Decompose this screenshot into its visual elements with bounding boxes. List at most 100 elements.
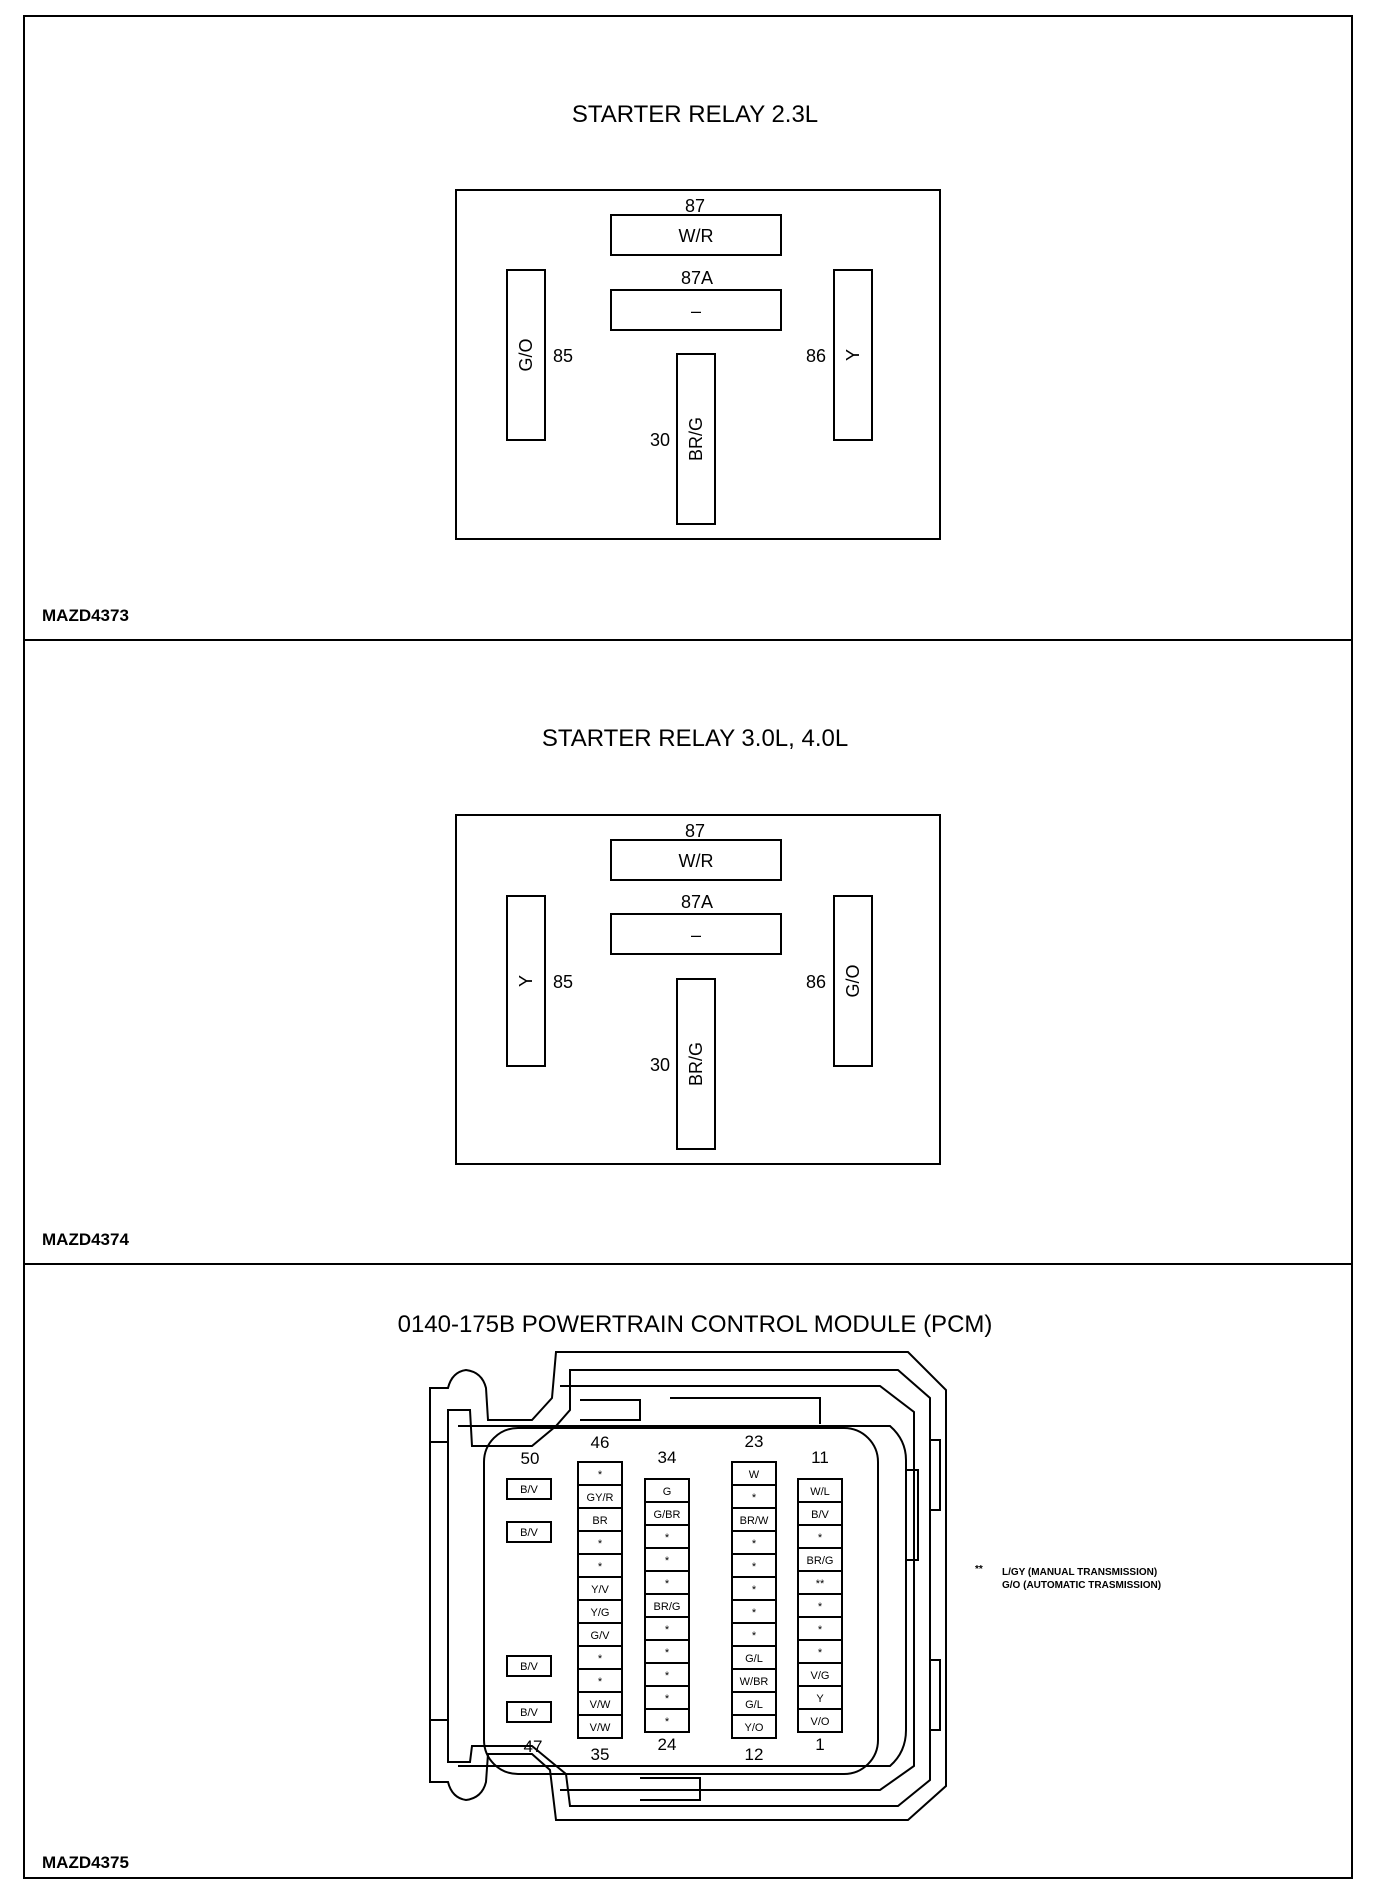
pin-wire-color: * — [752, 1561, 757, 1573]
pin-wire-color: W/BR — [740, 1676, 769, 1688]
column-top-pin-number: 46 — [591, 1433, 610, 1452]
pin-86-wire: G/O — [843, 964, 863, 997]
pin-wire-color: * — [665, 1647, 670, 1659]
pin-wire-color: G/V — [591, 1630, 611, 1642]
pin-wire-color: B/V — [520, 1527, 538, 1539]
pin-wire-color: * — [752, 1584, 757, 1596]
pin-30-terminal — [676, 978, 716, 1150]
pin-87a-wire: – — [691, 301, 701, 321]
pin-wire-color: G — [663, 1486, 672, 1498]
pin-87a-wire: – — [691, 925, 701, 945]
pin-85-wire: Y — [516, 975, 536, 987]
panel-title: STARTER RELAY 3.0L, 4.0L — [542, 725, 848, 752]
pin-85-number: 85 — [553, 346, 573, 366]
pin-wire-color: * — [665, 1555, 670, 1567]
pin-column: 11W/LB/V*BR/G*****V/GYV/O1 — [797, 1448, 843, 1754]
pin-86-number: 86 — [806, 972, 826, 992]
pin-wire-color: Y — [816, 1693, 824, 1705]
pin-87-terminal — [610, 839, 782, 881]
panel-title: STARTER RELAY 2.3L — [572, 101, 818, 128]
panel-starter-relay-2-3l: STARTER RELAY 2.3L 87 W/R 87A – G/O 85 Y… — [42, 101, 941, 625]
column-bottom-pin-number: 47 — [524, 1737, 543, 1756]
column-bottom-pin-number: 1 — [815, 1735, 824, 1754]
pin-wire-color: * — [665, 1532, 670, 1544]
pin-87a-number: 87A — [681, 268, 713, 288]
pin-wire-color: BR — [592, 1515, 607, 1527]
pin-wire-color: G/L — [745, 1699, 763, 1711]
pin-wire-color: * — [752, 1630, 757, 1642]
pin-cavity — [731, 1714, 777, 1739]
pin-wire-color: * — [665, 1693, 670, 1705]
pin-wire-color: Y/G — [591, 1607, 610, 1619]
pin-wire-color: V/O — [811, 1716, 830, 1728]
column-top-pin-number: 34 — [658, 1448, 677, 1467]
pin-wire-color: * — [752, 1538, 757, 1550]
pin-column: 46*GY/RBR**Y/VY/GG/V**V/WV/W35 — [577, 1433, 623, 1764]
note-line-1: L/GY (MANUAL TRANSMISSION) — [1002, 1567, 1157, 1578]
pin-wire-color: G/BR — [654, 1509, 681, 1521]
figure-id: MAZD4374 — [42, 1230, 129, 1249]
pin-86-wire: Y — [843, 349, 863, 361]
column-bottom-pin-number: 24 — [658, 1735, 677, 1754]
pin-87-number: 87 — [685, 821, 705, 841]
pin-wire-color: W/L — [810, 1486, 830, 1498]
pin-wire-color: V/W — [590, 1699, 611, 1711]
pin-wire-color: * — [598, 1653, 603, 1665]
pin-87-terminal — [610, 214, 782, 256]
relay-outline — [455, 189, 941, 540]
note-line-2: G/O (AUTOMATIC TRASMISSION) — [1002, 1580, 1161, 1591]
pin-wire-color: B/V — [520, 1661, 538, 1673]
column-bottom-pin-number: 12 — [745, 1745, 764, 1764]
column-top-pin-number: 11 — [811, 1448, 829, 1467]
pin-87a-terminal — [610, 289, 782, 331]
pin-30-wire: BR/G — [686, 417, 706, 461]
note-marker: ** — [975, 1564, 983, 1575]
pin-column-left: 50B/VB/VB/VB/V47 — [506, 1449, 552, 1756]
pin-cavity — [506, 1521, 552, 1543]
pin-85-number: 85 — [553, 972, 573, 992]
pin-wire-color: * — [752, 1607, 757, 1619]
pin-30-terminal — [676, 353, 716, 525]
pin-wire-color: * — [752, 1492, 757, 1504]
panel-starter-relay-3-0l-4-0l: STARTER RELAY 3.0L, 4.0L 87 W/R 87A – Y … — [42, 725, 941, 1249]
pin-wire-color: V/W — [590, 1722, 611, 1734]
pin-wire-color: * — [598, 1538, 603, 1550]
pcm-pin-grid: 46*GY/RBR**Y/VY/GG/V**V/WV/W3534GG/BR***… — [506, 1432, 843, 1764]
pin-87a-number: 87A — [681, 892, 713, 912]
pin-wire-color: * — [665, 1670, 670, 1682]
pin-wire-color: * — [818, 1624, 823, 1636]
pin-cavity — [506, 1478, 552, 1500]
pin-wire-color: * — [598, 1676, 603, 1688]
figure-id: MAZD4375 — [42, 1853, 129, 1872]
sheet-border — [23, 15, 1353, 1879]
pin-87-wire: W/R — [679, 851, 714, 871]
pin-wire-color: Y/V — [591, 1584, 609, 1596]
pin-column: 23W*BR/W*****G/LW/BRG/LY/O12 — [731, 1432, 777, 1764]
pin-wire-color: * — [665, 1624, 670, 1636]
pin-30-number: 30 — [650, 1055, 670, 1075]
panel-pcm-connector: 0140-175B POWERTRAIN CONTROL MODULE (PCM… — [42, 1311, 1161, 1872]
pin-cavity — [577, 1714, 623, 1739]
pin-cavity — [506, 1701, 552, 1723]
pin-wire-color: GY/R — [587, 1492, 614, 1504]
pin-wire-color: * — [598, 1561, 603, 1573]
pin-86-number: 86 — [806, 346, 826, 366]
pin-86-terminal — [833, 269, 873, 441]
column-top-pin-number: 50 — [521, 1449, 540, 1468]
pin-wire-color: B/V — [811, 1509, 829, 1521]
panel-title: 0140-175B POWERTRAIN CONTROL MODULE (PCM… — [398, 1311, 993, 1338]
pin-30-wire: BR/G — [686, 1042, 706, 1086]
pin-85-terminal — [506, 895, 546, 1067]
pin-cavity — [644, 1708, 690, 1733]
pin-wire-color: * — [598, 1469, 603, 1481]
pin-wire-color: B/V — [520, 1484, 538, 1496]
pin-wire-color: BR/G — [807, 1555, 834, 1567]
pin-wire-color: ** — [816, 1578, 825, 1590]
relay-outline — [455, 814, 941, 1165]
figure-id: MAZD4373 — [42, 606, 129, 625]
pin-87-number: 87 — [685, 196, 705, 216]
pin-85-wire: G/O — [516, 338, 536, 371]
pin-wire-color: V/G — [811, 1670, 830, 1682]
pin-30-number: 30 — [650, 430, 670, 450]
